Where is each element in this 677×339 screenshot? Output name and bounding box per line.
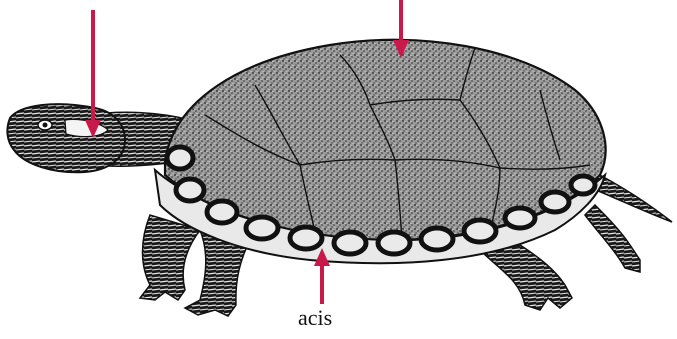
turtle-head (7, 104, 125, 172)
back-left-leg (585, 205, 640, 272)
back-right-leg (480, 245, 572, 310)
marginal-label: acis (298, 305, 332, 331)
